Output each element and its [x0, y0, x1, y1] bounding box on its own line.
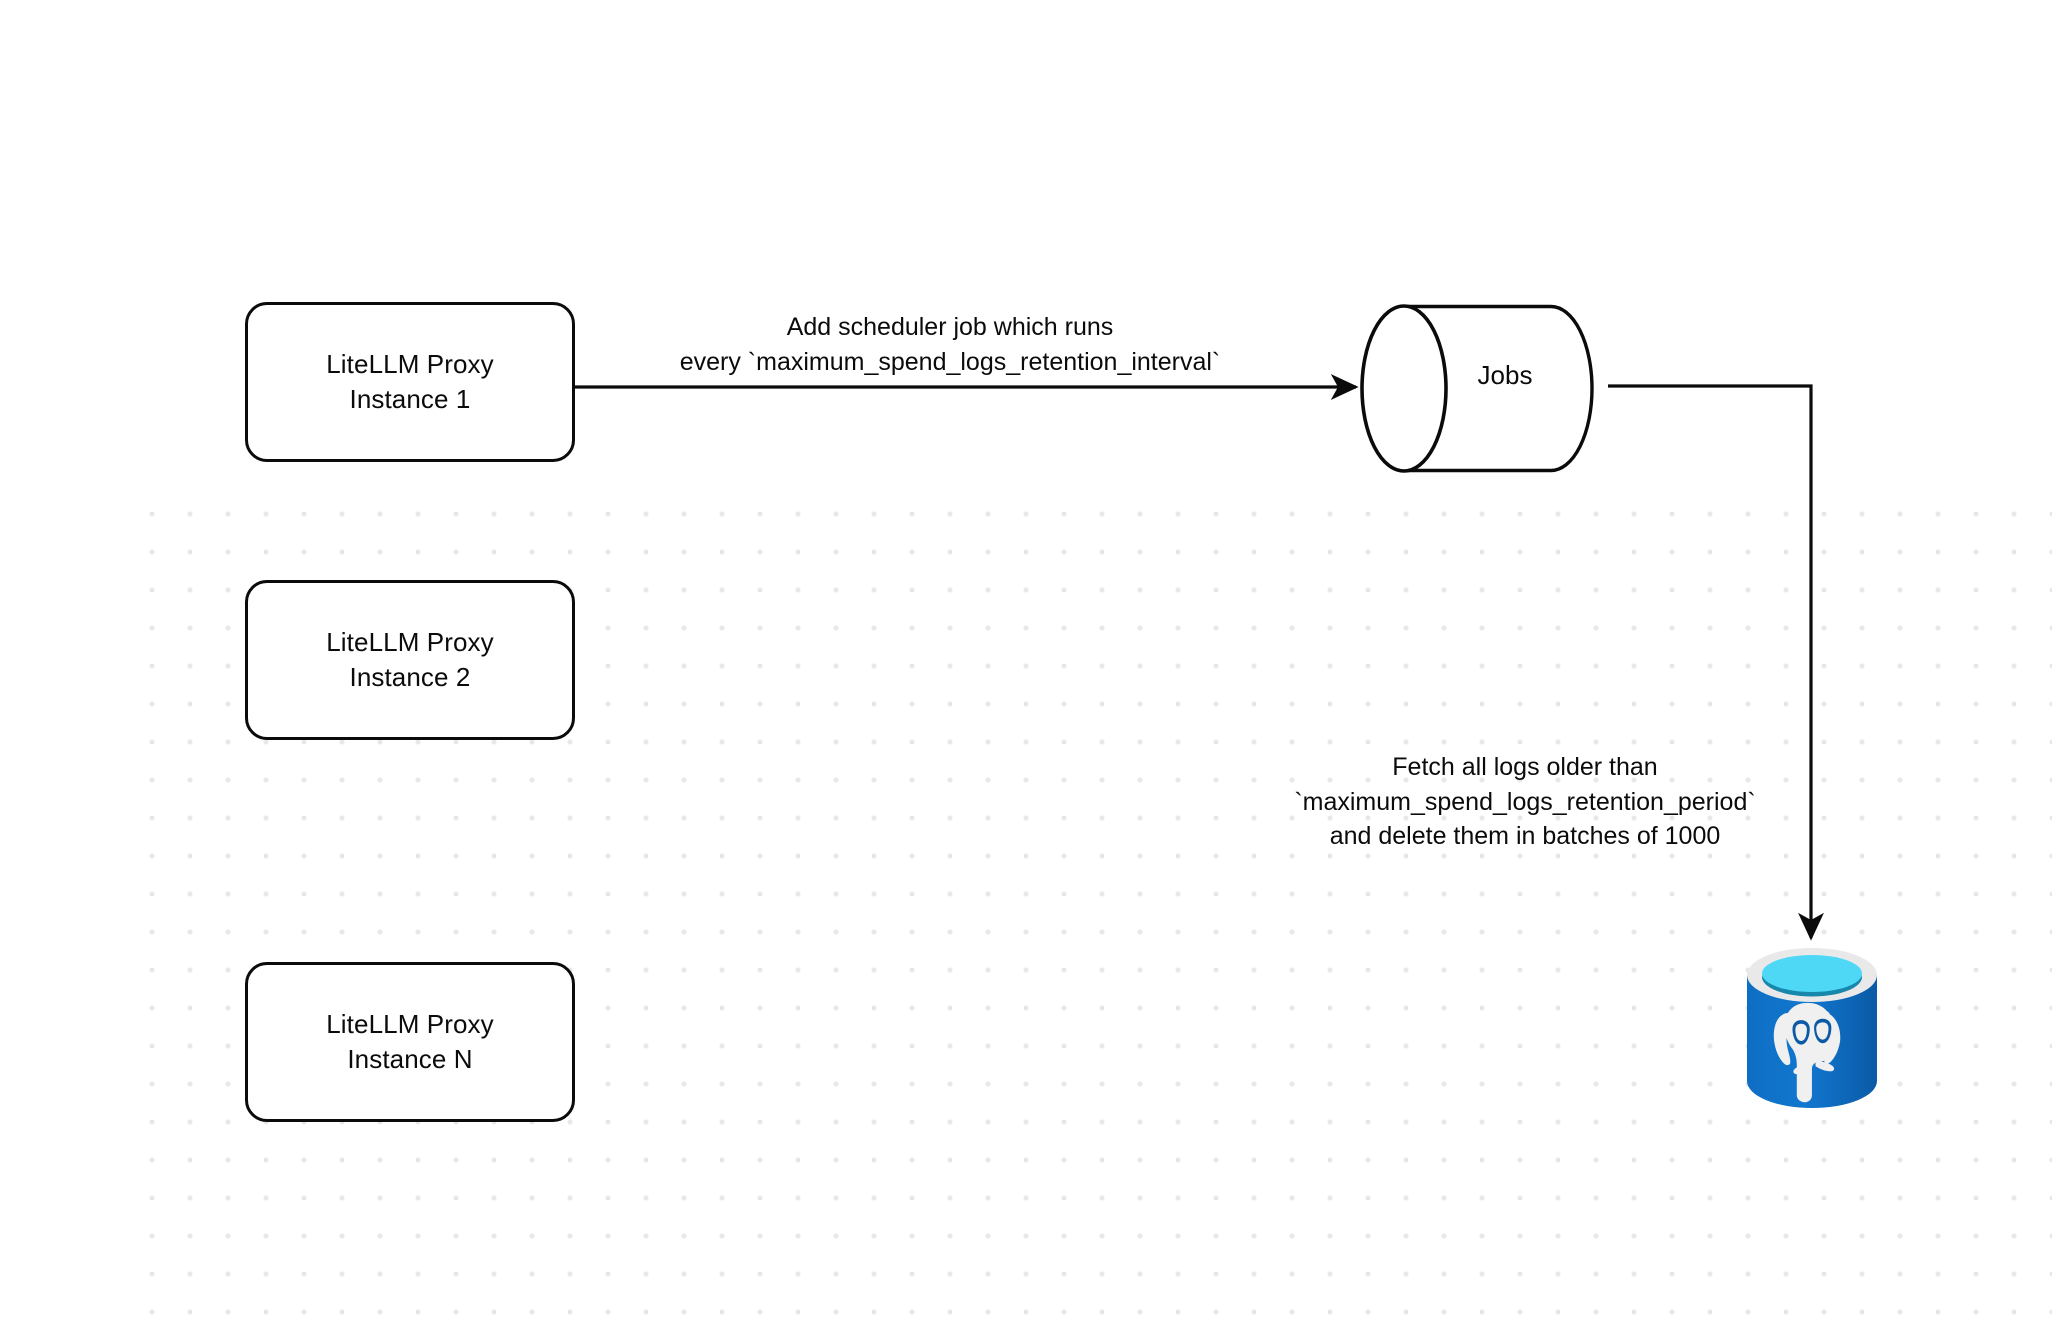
edge-label-add-scheduler-job: Add scheduler job which runs every `maxi… [620, 310, 1280, 379]
postgresql-database-icon [1747, 948, 1877, 1108]
node-label-line-2: Instance 2 [349, 662, 471, 692]
node-label-line-1: LiteLLM Proxy [326, 626, 494, 657]
edge-jobs-to-postgres [1608, 384, 1824, 941]
node-litellm-proxy-instance-n[interactable]: LiteLLM Proxy Instance N [245, 962, 575, 1122]
node-label-line-2: Instance 1 [349, 384, 471, 414]
edge-label-line-3: and delete them in batches of 1000 [1329, 822, 1721, 850]
edge-label-line-2: every `maximum_spend_logs_retention_inte… [679, 347, 1221, 376]
jobs-cylinder-shape [1360, 304, 1594, 473]
edge-label-line-1-highlight: Fetch all logs older than [1392, 753, 1658, 781]
edge-label-line-1-highlight: Add scheduler job which runs [786, 313, 1114, 341]
edge-label-line-2: `maximum_spend_logs_retention_period` [1294, 787, 1756, 816]
node-litellm-proxy-instance-2[interactable]: LiteLLM Proxy Instance 2 [245, 580, 575, 740]
edge-label-fetch-and-delete-logs: Fetch all logs older than `maximum_spend… [1245, 750, 1805, 854]
node-label-line-1: LiteLLM Proxy [326, 348, 494, 379]
node-label-line-2: Instance N [347, 1044, 473, 1074]
node-litellm-proxy-instance-1[interactable]: LiteLLM Proxy Instance 1 [245, 302, 575, 462]
node-label-line-1: LiteLLM Proxy [326, 1008, 494, 1039]
